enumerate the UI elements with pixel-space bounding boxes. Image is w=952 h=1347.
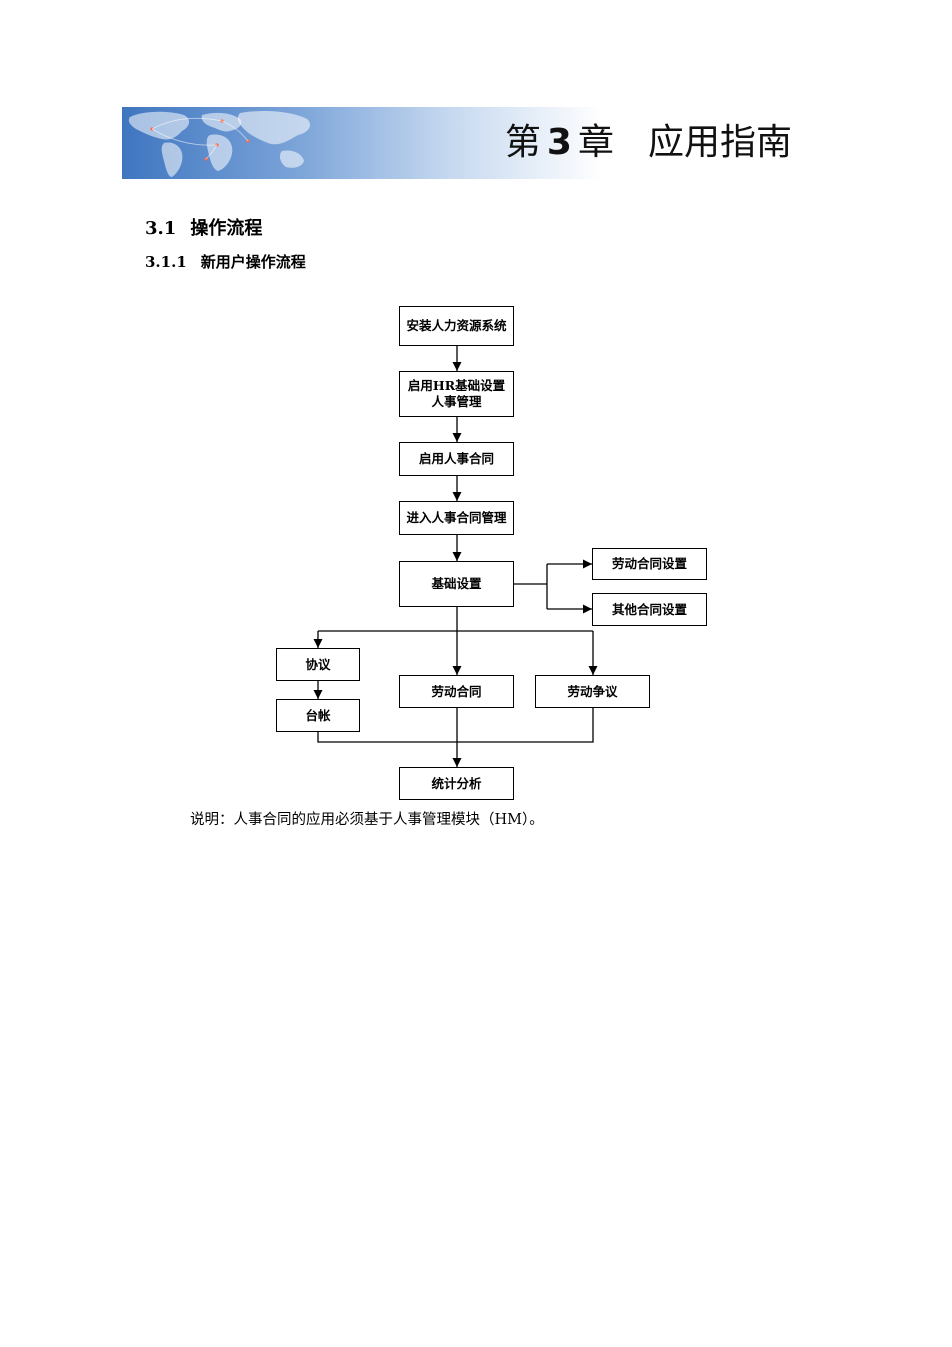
section-title: 操作流程 xyxy=(190,218,263,239)
world-map-graphic xyxy=(128,111,311,177)
note-text: 说明：人事合同的应用必须基于人事管理模块（HM）。 xyxy=(190,812,544,828)
node-labor-contract-settings: 劳动合同设置 xyxy=(592,548,707,580)
node-labor-dispute: 劳动争议 xyxy=(535,675,650,708)
node-labor-contract-label: 劳动合同 xyxy=(431,683,482,699)
subsection-number: 3.1.1 xyxy=(145,253,187,271)
node-basic-settings: 基础设置 xyxy=(399,561,514,607)
node-labor-dispute-label: 劳动争议 xyxy=(567,683,618,699)
node-agreement-label: 协议 xyxy=(305,656,331,672)
line-dispute-to-merge xyxy=(457,707,594,743)
node-basic-settings-label: 基础设置 xyxy=(431,576,482,591)
node-enter-mgmt-label: 进入人事合同管理 xyxy=(406,510,507,525)
node-other-contract-settings-label: 其他合同设置 xyxy=(611,601,687,617)
chapter-name: 应用指南 xyxy=(647,122,792,163)
subsection-title: 新用户操作流程 xyxy=(200,253,306,271)
node-labor-contract-settings-label: 劳动合同设置 xyxy=(611,556,687,571)
node-statistics: 统计分析 xyxy=(399,767,514,800)
node-ledger: 台帐 xyxy=(276,699,360,732)
node-enable-hr-label-2: 人事管理 xyxy=(431,394,482,409)
subsection-heading: 3.1.1 新用户操作流程 xyxy=(145,251,306,273)
node-agreement: 协议 xyxy=(276,648,360,681)
node-enable-personnel-contract: 启用人事合同 xyxy=(399,442,514,476)
node-labor-contract: 劳动合同 xyxy=(399,675,514,708)
node-enable-contract-label: 启用人事合同 xyxy=(418,451,494,466)
chapter-suffix: 章 xyxy=(577,122,614,163)
node-install-label: 安装人力资源系统 xyxy=(406,318,507,333)
node-enter-contract-management: 进入人事合同管理 xyxy=(399,501,514,535)
node-other-contract-settings: 其他合同设置 xyxy=(592,593,707,626)
line-ledger-to-merge xyxy=(317,731,457,743)
section-number: 3.1 xyxy=(145,218,177,239)
node-install-hr-system: 安装人力资源系统 xyxy=(399,306,514,346)
node-enable-hr-settings: 启用HR基础设置人事管理 xyxy=(399,371,514,417)
node-ledger-label: 台帐 xyxy=(305,707,331,723)
node-statistics-label: 统计分析 xyxy=(431,775,482,791)
section-heading: 3.1 操作流程 xyxy=(145,216,262,242)
node-enable-hr-label-1: 启用HR基础设置 xyxy=(407,378,506,393)
chapter-prefix: 第 xyxy=(504,122,541,163)
chapter-number: 3 xyxy=(546,122,572,163)
